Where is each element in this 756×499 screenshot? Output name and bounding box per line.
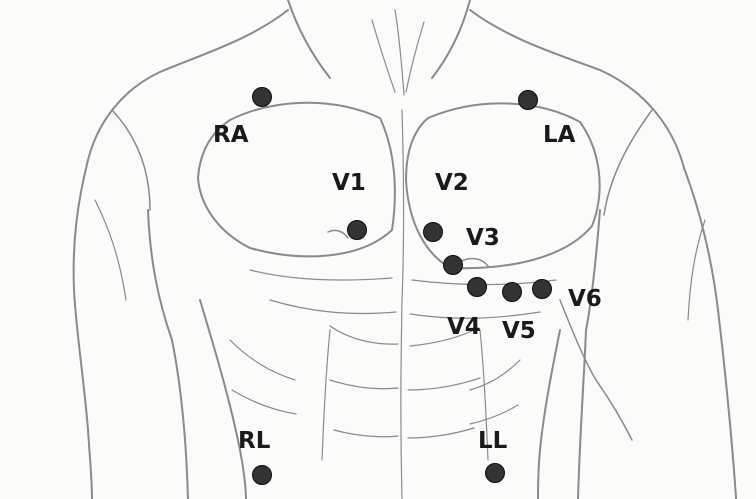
electrode-v5	[502, 282, 522, 302]
electrode-ra	[252, 87, 272, 107]
label-rl: RL	[238, 430, 270, 453]
electrode-v4	[467, 277, 487, 297]
electrode-v6	[532, 279, 552, 299]
electrode-v2	[423, 222, 443, 242]
label-ra: RA	[213, 124, 249, 147]
label-v6: V6	[568, 288, 602, 311]
electrode-v1	[347, 220, 367, 240]
label-v4: V4	[447, 316, 481, 339]
label-v1: V1	[332, 172, 366, 195]
label-v5: V5	[502, 320, 536, 343]
electrode-rl	[252, 465, 272, 485]
electrode-la	[518, 90, 538, 110]
electrode-ll	[485, 463, 505, 483]
label-la: LA	[543, 124, 575, 147]
electrode-v3	[443, 255, 463, 275]
label-v2: V2	[435, 172, 469, 195]
label-v3: V3	[466, 227, 500, 250]
label-ll: LL	[478, 430, 507, 453]
